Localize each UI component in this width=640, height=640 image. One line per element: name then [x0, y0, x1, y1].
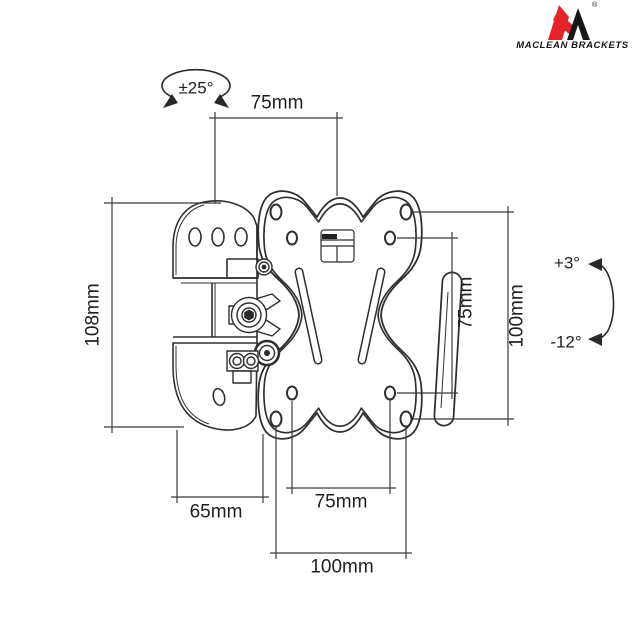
- wall-hole-icon: [212, 387, 226, 407]
- brand-name: MACLEAN BRACKETS: [516, 40, 629, 51]
- registered-trademark-mark: ®: [592, 2, 598, 9]
- nut-block: [226, 350, 260, 384]
- dim-vesa-vertical-100-lines: [413, 206, 514, 426]
- vesa-holes-75: [286, 230, 396, 401]
- tilt-up-label: +3°: [553, 253, 581, 273]
- dim-label-vesa-horizontal-100: 100mm: [310, 556, 374, 578]
- dim-top-width-lines: [209, 112, 343, 203]
- wall-hole-icon: [211, 227, 225, 247]
- dim-wall-plate-width-lines: [171, 430, 269, 503]
- tilt-arc-icon: [588, 258, 615, 346]
- dim-vesa-vertical-75-lines: [397, 232, 458, 399]
- dim-label-vesa-vertical-75: 75mm: [455, 276, 477, 330]
- wall-hole-icon: [234, 227, 248, 247]
- side-rail-strip: [433, 271, 463, 427]
- dim-label-plate-height: 108mm: [82, 283, 104, 347]
- dimension-lines: [104, 112, 514, 559]
- dim-label-vesa-vertical-100: 100mm: [506, 284, 528, 348]
- tilt-arm: [226, 258, 281, 384]
- wall-plate: [172, 200, 259, 431]
- dim-label-vesa-horizontal-75: 75mm: [314, 491, 368, 513]
- swivel-range-label: ±25°: [178, 78, 214, 98]
- plate-slots: [294, 267, 386, 365]
- dim-label-top-width: 75mm: [250, 92, 304, 114]
- dim-vesa-horizontal-75-lines: [286, 400, 396, 494]
- arm-tab: [226, 258, 259, 279]
- brand-logo-m-icon: [548, 5, 590, 40]
- vesa-plate: [257, 190, 463, 440]
- dim-plate-height-lines: [104, 197, 221, 433]
- adjustment-knob: [228, 293, 281, 337]
- dim-vesa-horizontal-100-lines: [270, 427, 412, 559]
- tilt-down-label: -12°: [550, 332, 582, 352]
- vesa-holes-100: [269, 203, 413, 428]
- center-clip: [320, 229, 355, 263]
- swivel-rotation-icon: [161, 68, 231, 108]
- wall-hole-icon: [188, 227, 202, 247]
- dim-label-wall-plate-width: 65mm: [189, 501, 243, 523]
